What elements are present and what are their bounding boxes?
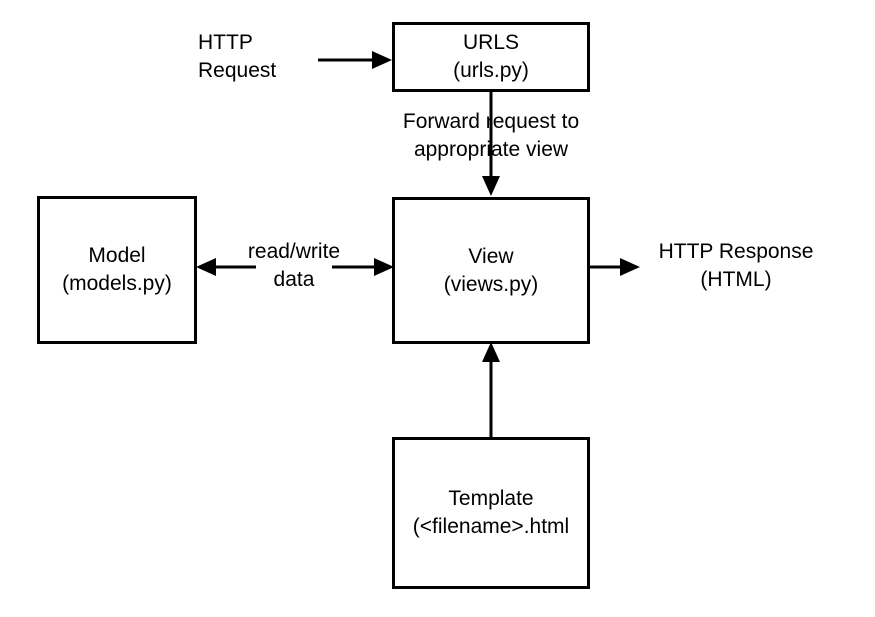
- node-model[interactable]: Model (models.py): [37, 196, 197, 344]
- label-http-request: HTTP Request: [198, 29, 276, 84]
- node-template-line2: (<filename>.html: [412, 515, 570, 538]
- label-http-request-line2: Request: [198, 58, 277, 82]
- node-model-line2: (models.py): [62, 272, 172, 295]
- node-view[interactable]: View (views.py): [392, 197, 590, 344]
- connector-urls-to-view: [482, 90, 500, 196]
- label-http-response-line2: (HTML): [700, 267, 772, 291]
- node-urls-line1: URLS: [462, 31, 520, 55]
- connector-view-to-model: [196, 258, 256, 276]
- node-urls[interactable]: URLS (urls.py): [392, 22, 590, 92]
- node-view-line1: View: [468, 244, 514, 268]
- connector-template-to-view: [482, 342, 500, 440]
- node-model-line1: Model: [88, 244, 146, 268]
- label-read-write-data-line2: data: [273, 267, 315, 291]
- label-http-response: HTTP Response (HTML): [659, 238, 814, 293]
- node-template-line1: Template: [448, 487, 534, 511]
- node-template[interactable]: Template (<filename>.html: [392, 437, 590, 589]
- node-urls-line2: (urls.py): [453, 59, 529, 82]
- label-http-request-line1: HTTP: [198, 31, 253, 54]
- label-read-write-data: read/write data: [248, 238, 340, 293]
- connector-request-to-urls: [318, 51, 392, 69]
- label-http-response-line1: HTTP Response: [658, 240, 814, 263]
- label-forward-request-line2: appropriate view: [413, 137, 569, 161]
- label-forward-request-line1: Forward request to: [402, 110, 580, 133]
- connector-model-to-view: [332, 258, 394, 276]
- label-read-write-data-line1: read/write: [247, 240, 341, 263]
- label-forward-request: Forward request to appropriate view: [403, 108, 579, 163]
- connector-view-to-response: [588, 258, 640, 276]
- node-view-line2: (views.py): [443, 272, 539, 296]
